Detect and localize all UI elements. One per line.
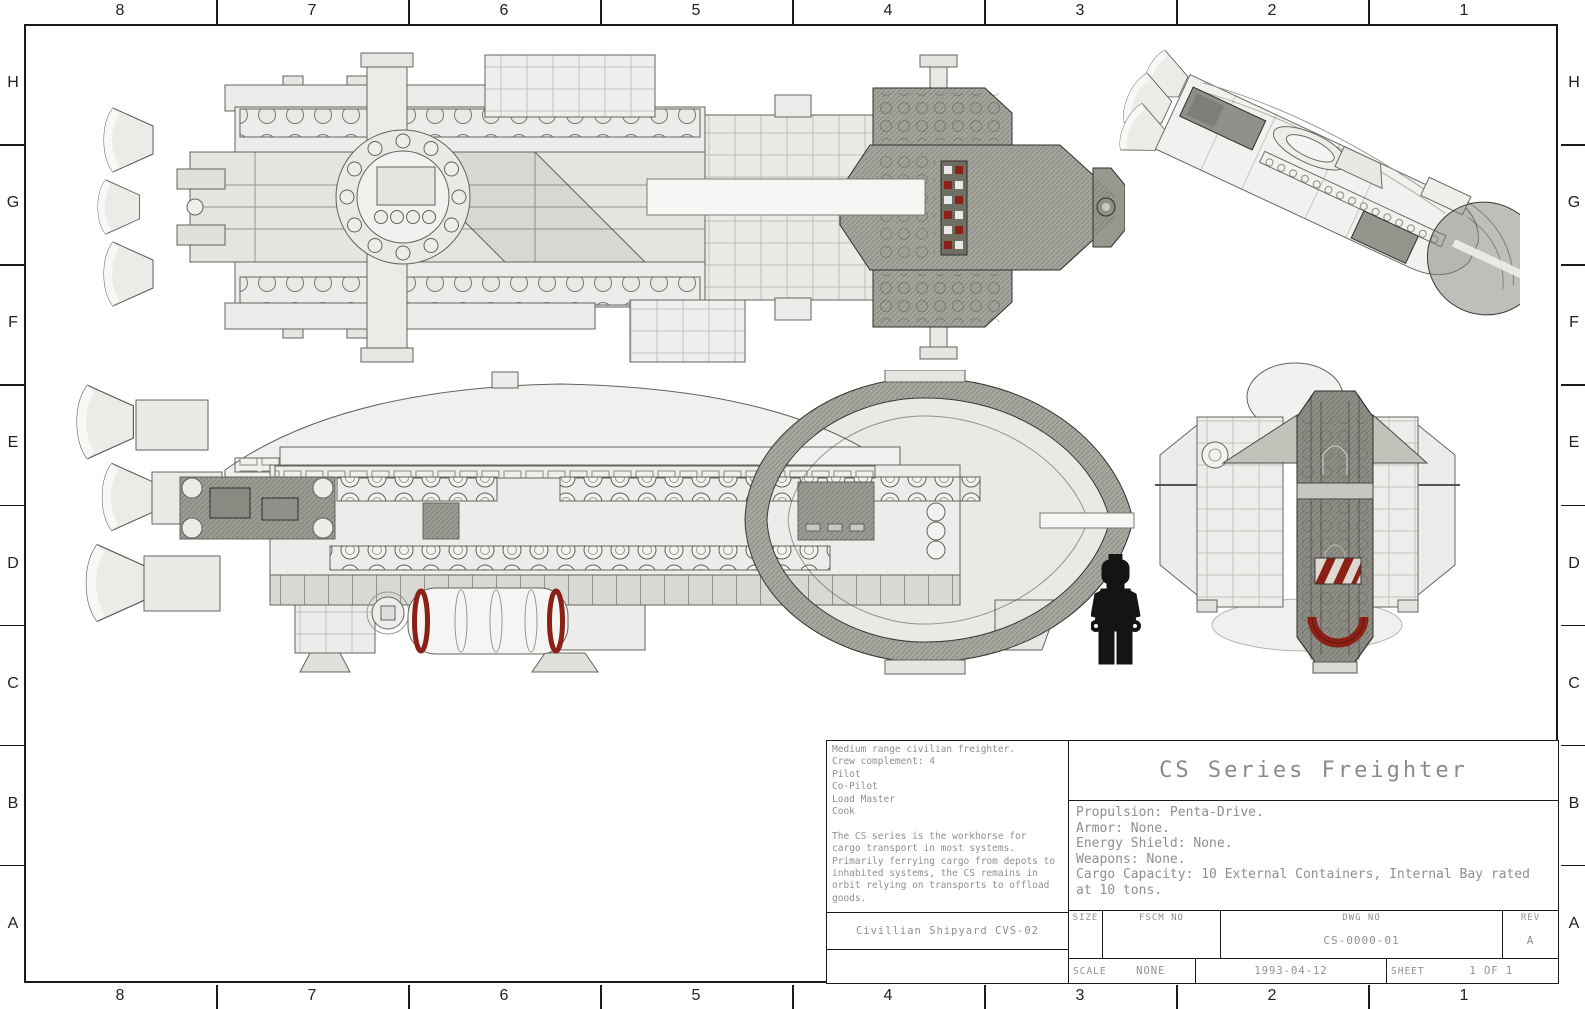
zone-row-label-right: A xyxy=(1568,914,1580,932)
zone-column-label-bottom: 2 xyxy=(1267,987,1277,1004)
zone-tick xyxy=(216,985,218,1009)
zone-tick xyxy=(1561,384,1585,386)
zone-tick xyxy=(0,744,24,747)
zone-tick xyxy=(1561,744,1585,747)
zone-tick xyxy=(0,264,24,266)
zone-tick xyxy=(600,0,602,24)
specs-text: Propulsion: Penta-Drive. Armor: None. En… xyxy=(1068,800,1559,911)
zone-tick xyxy=(1176,0,1178,24)
rev-field: REV A xyxy=(1502,910,1559,959)
scale-label: SCALE xyxy=(1073,965,1107,977)
zone-tick xyxy=(0,384,24,386)
fscm-label: FSCM NO xyxy=(1139,913,1184,923)
side-view xyxy=(76,370,1135,675)
zone-row-label-left: E xyxy=(7,434,19,452)
dwg-value: CS-0000-01 xyxy=(1323,934,1400,947)
rev-label: REV xyxy=(1520,913,1541,923)
size-field: SIZE xyxy=(1068,910,1103,959)
shipyard-text: Civillian Shipyard CVS-02 xyxy=(826,912,1069,950)
zone-tick xyxy=(0,624,24,627)
zone-row-label-left: F xyxy=(8,314,18,332)
zone-row-label-right: F xyxy=(1569,314,1579,332)
zone-tick xyxy=(792,985,794,1009)
zone-column-label-bottom: 6 xyxy=(499,987,509,1004)
zone-column-label-bottom: 5 xyxy=(691,987,701,1004)
zone-tick xyxy=(984,985,986,1009)
zone-tick xyxy=(984,0,986,24)
zone-tick xyxy=(1368,0,1370,24)
dwg-label: DWG NO xyxy=(1342,913,1381,923)
zone-column-label-top: 7 xyxy=(307,2,317,19)
zone-tick xyxy=(1561,504,1585,506)
zone-tick xyxy=(1561,264,1585,266)
zone-column-label-bottom: 8 xyxy=(115,987,125,1004)
zone-row-label-left: A xyxy=(7,914,19,932)
plan-view xyxy=(97,52,1125,363)
sheet-field: SHEET 1 OF 1 xyxy=(1386,958,1559,984)
date-field: 1993-04-12 xyxy=(1195,958,1387,984)
zone-column-label-top: 8 xyxy=(115,2,125,19)
front-view xyxy=(1155,362,1460,674)
zone-tick xyxy=(1561,144,1585,146)
zone-column-label-top: 2 xyxy=(1267,2,1277,19)
zone-row-label-right: H xyxy=(1568,74,1580,92)
zone-column-label-bottom: 7 xyxy=(307,987,317,1004)
zone-tick xyxy=(408,0,410,24)
zone-tick xyxy=(1561,624,1585,627)
zone-row-label-right: D xyxy=(1568,554,1580,572)
zone-column-label-bottom: 3 xyxy=(1075,987,1085,1004)
zone-tick xyxy=(792,0,794,24)
sheet-label: SHEET xyxy=(1391,965,1425,977)
drawing-title: CS Series Freighter xyxy=(1068,740,1559,801)
zone-row-label-right: B xyxy=(1568,794,1580,812)
zone-tick xyxy=(408,985,410,1009)
empty-cell xyxy=(826,949,1069,984)
zone-tick xyxy=(1368,985,1370,1009)
zone-tick xyxy=(1561,864,1585,867)
zone-tick xyxy=(0,504,24,506)
zone-column-label-top: 1 xyxy=(1459,2,1469,19)
zone-column-label-top: 3 xyxy=(1075,2,1085,19)
sheet-value: 1 OF 1 xyxy=(1469,965,1514,977)
sheet-frame xyxy=(24,24,1558,983)
date-value: 1993-04-12 xyxy=(1254,965,1328,977)
zone-row-label-left: B xyxy=(7,794,19,812)
zone-column-label-top: 6 xyxy=(499,2,509,19)
zone-column-label-top: 5 xyxy=(691,2,701,19)
rev-value: A xyxy=(1526,934,1535,947)
notes-text: Medium range civilian freighter. Crew co… xyxy=(826,740,1069,913)
zone-row-label-right: G xyxy=(1567,194,1581,212)
fscm-field: FSCM NO xyxy=(1102,910,1221,959)
minifigure xyxy=(1091,554,1141,665)
perspective-view xyxy=(1115,48,1520,316)
zone-tick xyxy=(0,864,24,867)
dwg-field: DWG NO CS-0000-01 xyxy=(1220,910,1503,959)
zone-row-label-left: H xyxy=(7,74,19,92)
zone-tick xyxy=(600,985,602,1009)
size-label: SIZE xyxy=(1072,913,1099,923)
zone-tick xyxy=(1176,985,1178,1009)
scale-field: SCALE NONE xyxy=(1068,958,1196,984)
zone-column-label-bottom: 1 xyxy=(1459,987,1469,1004)
zone-column-label-top: 4 xyxy=(883,2,893,19)
zone-row-label-left: D xyxy=(7,554,19,572)
zone-column-label-bottom: 4 xyxy=(883,987,893,1004)
zone-row-label-left: G xyxy=(6,194,20,212)
zone-tick xyxy=(216,0,218,24)
zone-row-label-right: E xyxy=(1568,434,1580,452)
zone-row-label-right: C xyxy=(1568,674,1580,692)
scale-value: NONE xyxy=(1136,965,1166,977)
zone-tick xyxy=(0,144,24,146)
zone-row-label-left: C xyxy=(7,674,19,692)
